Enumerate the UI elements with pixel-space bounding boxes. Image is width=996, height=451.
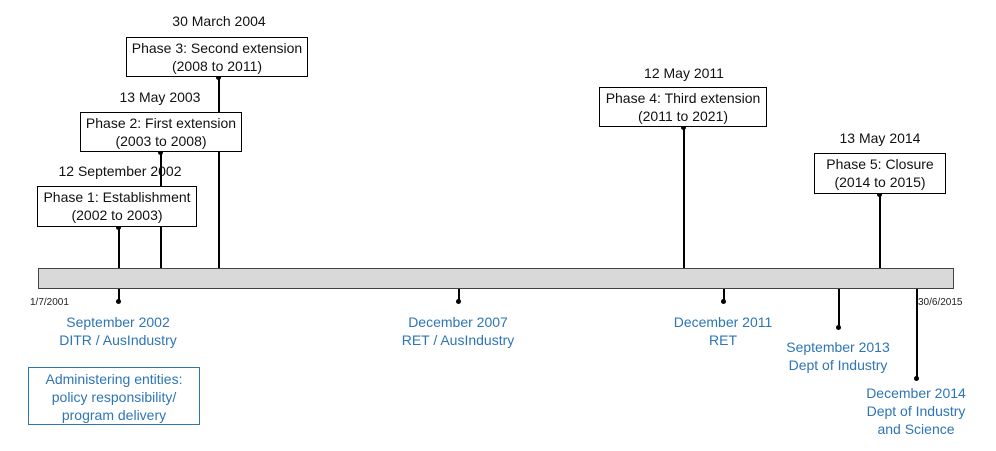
entity-5-dot xyxy=(914,376,919,381)
phase-3-dot xyxy=(216,75,221,80)
entity-2: December 2007 RET / AusIndustry xyxy=(388,313,528,349)
legend-line-3: program delivery xyxy=(61,407,167,423)
phase-3-box: Phase 3: Second extension (2008 to 2011) xyxy=(126,37,308,77)
legend-line-1: Administering entities: xyxy=(45,371,183,387)
phase-5-title: Phase 5: Closure xyxy=(826,156,934,172)
phase-1-dot xyxy=(116,225,121,230)
entity-2-date: December 2007 xyxy=(408,314,508,330)
entity-4-name: Dept of Industry xyxy=(788,357,888,373)
entity-3-name: RET xyxy=(709,332,737,348)
entity-1-name: DITR / AusIndustry xyxy=(59,332,177,348)
legend-box: Administering entities: policy responsib… xyxy=(28,367,200,425)
entity-4-date: September 2013 xyxy=(786,339,890,355)
phase-1-range: (2002 to 2003) xyxy=(71,207,163,223)
phase-2-box: Phase 2: First extension (2003 to 2008) xyxy=(80,112,242,152)
phase-3-range: (2008 to 2011) xyxy=(171,58,263,74)
phase-5-range: (2014 to 2015) xyxy=(834,174,926,190)
entity-3-dot xyxy=(721,299,726,304)
phase-4-title: Phase 4: Third extension xyxy=(605,90,761,106)
entity-5-name: Dept of Industry xyxy=(866,403,966,419)
phase-5-date: 13 May 2014 xyxy=(839,130,921,146)
phase-3-title: Phase 3: Second extension xyxy=(131,40,303,56)
phase-1-connector xyxy=(118,227,120,268)
phase-5-dot xyxy=(877,192,882,197)
phase-3-date: 30 March 2004 xyxy=(172,13,266,29)
phase-5-connector xyxy=(879,194,881,268)
entity-3-connector xyxy=(723,289,725,301)
phase-3-connector xyxy=(218,77,220,268)
phase-4-date: 12 May 2011 xyxy=(644,65,724,81)
timeline-bar xyxy=(38,268,954,289)
entity-2-dot xyxy=(456,299,461,304)
entity-3-date: December 2011 xyxy=(673,314,773,330)
entity-1: September 2002 DITR / AusIndustry xyxy=(58,313,178,349)
entity-1-date: September 2002 xyxy=(66,314,170,330)
phase-4-dot xyxy=(681,125,686,130)
phase-5-box: Phase 5: Closure (2014 to 2015) xyxy=(814,153,946,194)
entity-5-name-line2: and Science xyxy=(877,421,955,437)
timeline-end-label: 30/6/2015 xyxy=(918,297,963,308)
entity-5-connector xyxy=(916,289,918,378)
phase-4-connector xyxy=(683,127,685,268)
entity-2-name: RET / AusIndustry xyxy=(401,332,515,348)
phase-2-range: (2003 to 2008) xyxy=(115,133,207,149)
phase-2-dot xyxy=(158,150,163,155)
phase-1-box: Phase 1: Establishment (2002 to 2003) xyxy=(37,186,197,227)
phase-1-title: Phase 1: Establishment xyxy=(43,189,191,205)
entity-4-connector xyxy=(838,289,840,327)
entity-4-dot xyxy=(836,325,841,330)
entity-1-dot xyxy=(116,299,121,304)
phase-1-date: 12 September 2002 xyxy=(58,163,182,179)
phase-2-date: 13 May 2003 xyxy=(119,89,201,105)
entity-5-date: December 2014 xyxy=(866,385,966,401)
entity-3: December 2011 RET xyxy=(663,313,783,349)
entity-4: September 2013 Dept of Industry xyxy=(778,338,898,374)
entity-1-connector xyxy=(118,289,120,301)
phase-2-title: Phase 2: First extension xyxy=(85,115,237,131)
phase-4-range: (2011 to 2021) xyxy=(637,108,729,124)
legend-line-2: policy responsibility/ xyxy=(51,389,177,405)
entity-2-connector xyxy=(458,289,460,301)
phase-4-box: Phase 4: Third extension (2011 to 2021) xyxy=(599,87,767,127)
entity-5: December 2014 Dept of Industry and Scien… xyxy=(856,384,976,438)
timeline-start-label: 1/7/2001 xyxy=(30,297,69,308)
